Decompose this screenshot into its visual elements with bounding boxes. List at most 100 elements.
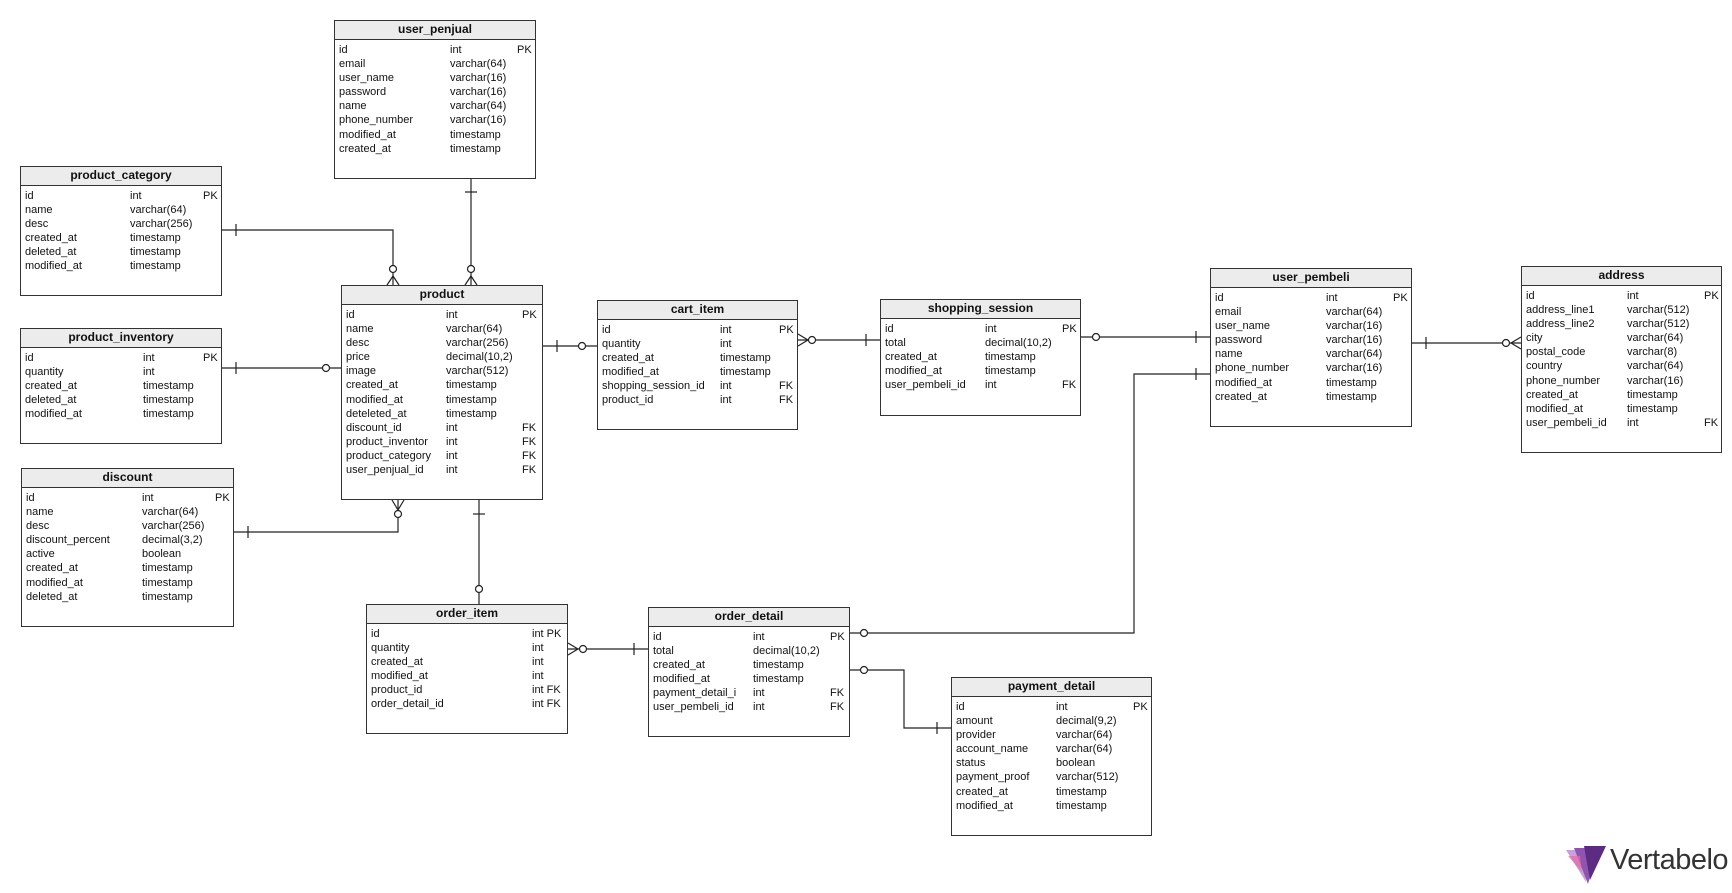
column-name: account_name xyxy=(956,743,1029,756)
column-name: product_category xyxy=(346,449,431,462)
column-type: timestamp xyxy=(142,576,193,589)
column-key: FK xyxy=(830,701,845,714)
column-name: id xyxy=(956,701,965,713)
many-marker xyxy=(391,499,405,512)
column-name: created_at xyxy=(339,142,391,155)
column-type: timestamp xyxy=(985,351,1036,364)
column-name: modified_at xyxy=(371,670,428,683)
connector-pembeli-orderdetail xyxy=(850,373,1210,634)
column-type: varchar(512) xyxy=(1056,771,1119,784)
column-type: int xyxy=(130,190,142,202)
zero-marker xyxy=(388,264,398,274)
column-type: varchar(512) xyxy=(446,365,509,378)
column-type: varchar(16) xyxy=(1326,362,1383,375)
many-marker xyxy=(464,274,478,286)
column-type: int xyxy=(720,380,732,393)
column-name: name xyxy=(26,506,54,519)
vertabelo-logo-icon xyxy=(1566,846,1606,884)
column-type: timestamp xyxy=(130,260,181,273)
column-name: order_detail_id xyxy=(371,698,444,711)
column-name: deleted_at xyxy=(25,246,77,259)
column-type: timestamp xyxy=(1056,785,1107,798)
column-type: int xyxy=(446,309,458,321)
column-type: timestamp xyxy=(720,352,771,365)
column-name: modified_at xyxy=(602,366,659,379)
column-type: timestamp xyxy=(720,366,771,379)
column-name: modified_at xyxy=(885,365,942,378)
column-type: int xyxy=(720,338,732,351)
column-name: quantity xyxy=(602,338,641,351)
column-type: timestamp xyxy=(1627,402,1678,415)
column-key: FK xyxy=(779,394,794,407)
column-type: varchar(64) xyxy=(450,58,507,71)
column-type: timestamp xyxy=(450,142,501,155)
zero-marker xyxy=(1501,338,1511,348)
column-key: PK xyxy=(830,631,845,643)
column-type: int xyxy=(532,656,544,669)
column-name: user_penjual_id xyxy=(346,464,424,477)
column-key: PK xyxy=(215,492,230,504)
column-type: int xyxy=(446,435,458,448)
column-type: varchar(64) xyxy=(450,100,507,113)
zero-marker xyxy=(474,584,484,594)
column-name: payment_proof xyxy=(956,771,1030,784)
column-type: int xyxy=(753,631,765,643)
column-key: PK xyxy=(779,324,794,336)
column-type: timestamp xyxy=(985,365,1036,378)
many-marker xyxy=(797,333,810,347)
zero-marker xyxy=(859,665,869,675)
column-type: int xyxy=(753,687,765,700)
column-name: created_at xyxy=(956,785,1008,798)
column-name: id xyxy=(1215,292,1224,304)
column-type: decimal(3,2) xyxy=(142,534,203,547)
column-type: timestamp xyxy=(143,380,194,393)
zero-marker xyxy=(807,335,817,345)
column-name: product_id xyxy=(371,684,423,697)
table-header: user_penjual xyxy=(335,21,535,40)
column-name: name xyxy=(25,204,53,217)
column-key: PK xyxy=(203,352,218,364)
column-type: varchar(64) xyxy=(446,323,503,336)
column-name: modified_at xyxy=(25,260,82,273)
column-type: timestamp xyxy=(753,673,804,686)
table-header: cart_item xyxy=(598,301,797,320)
column-name: phone_number xyxy=(1215,362,1290,375)
